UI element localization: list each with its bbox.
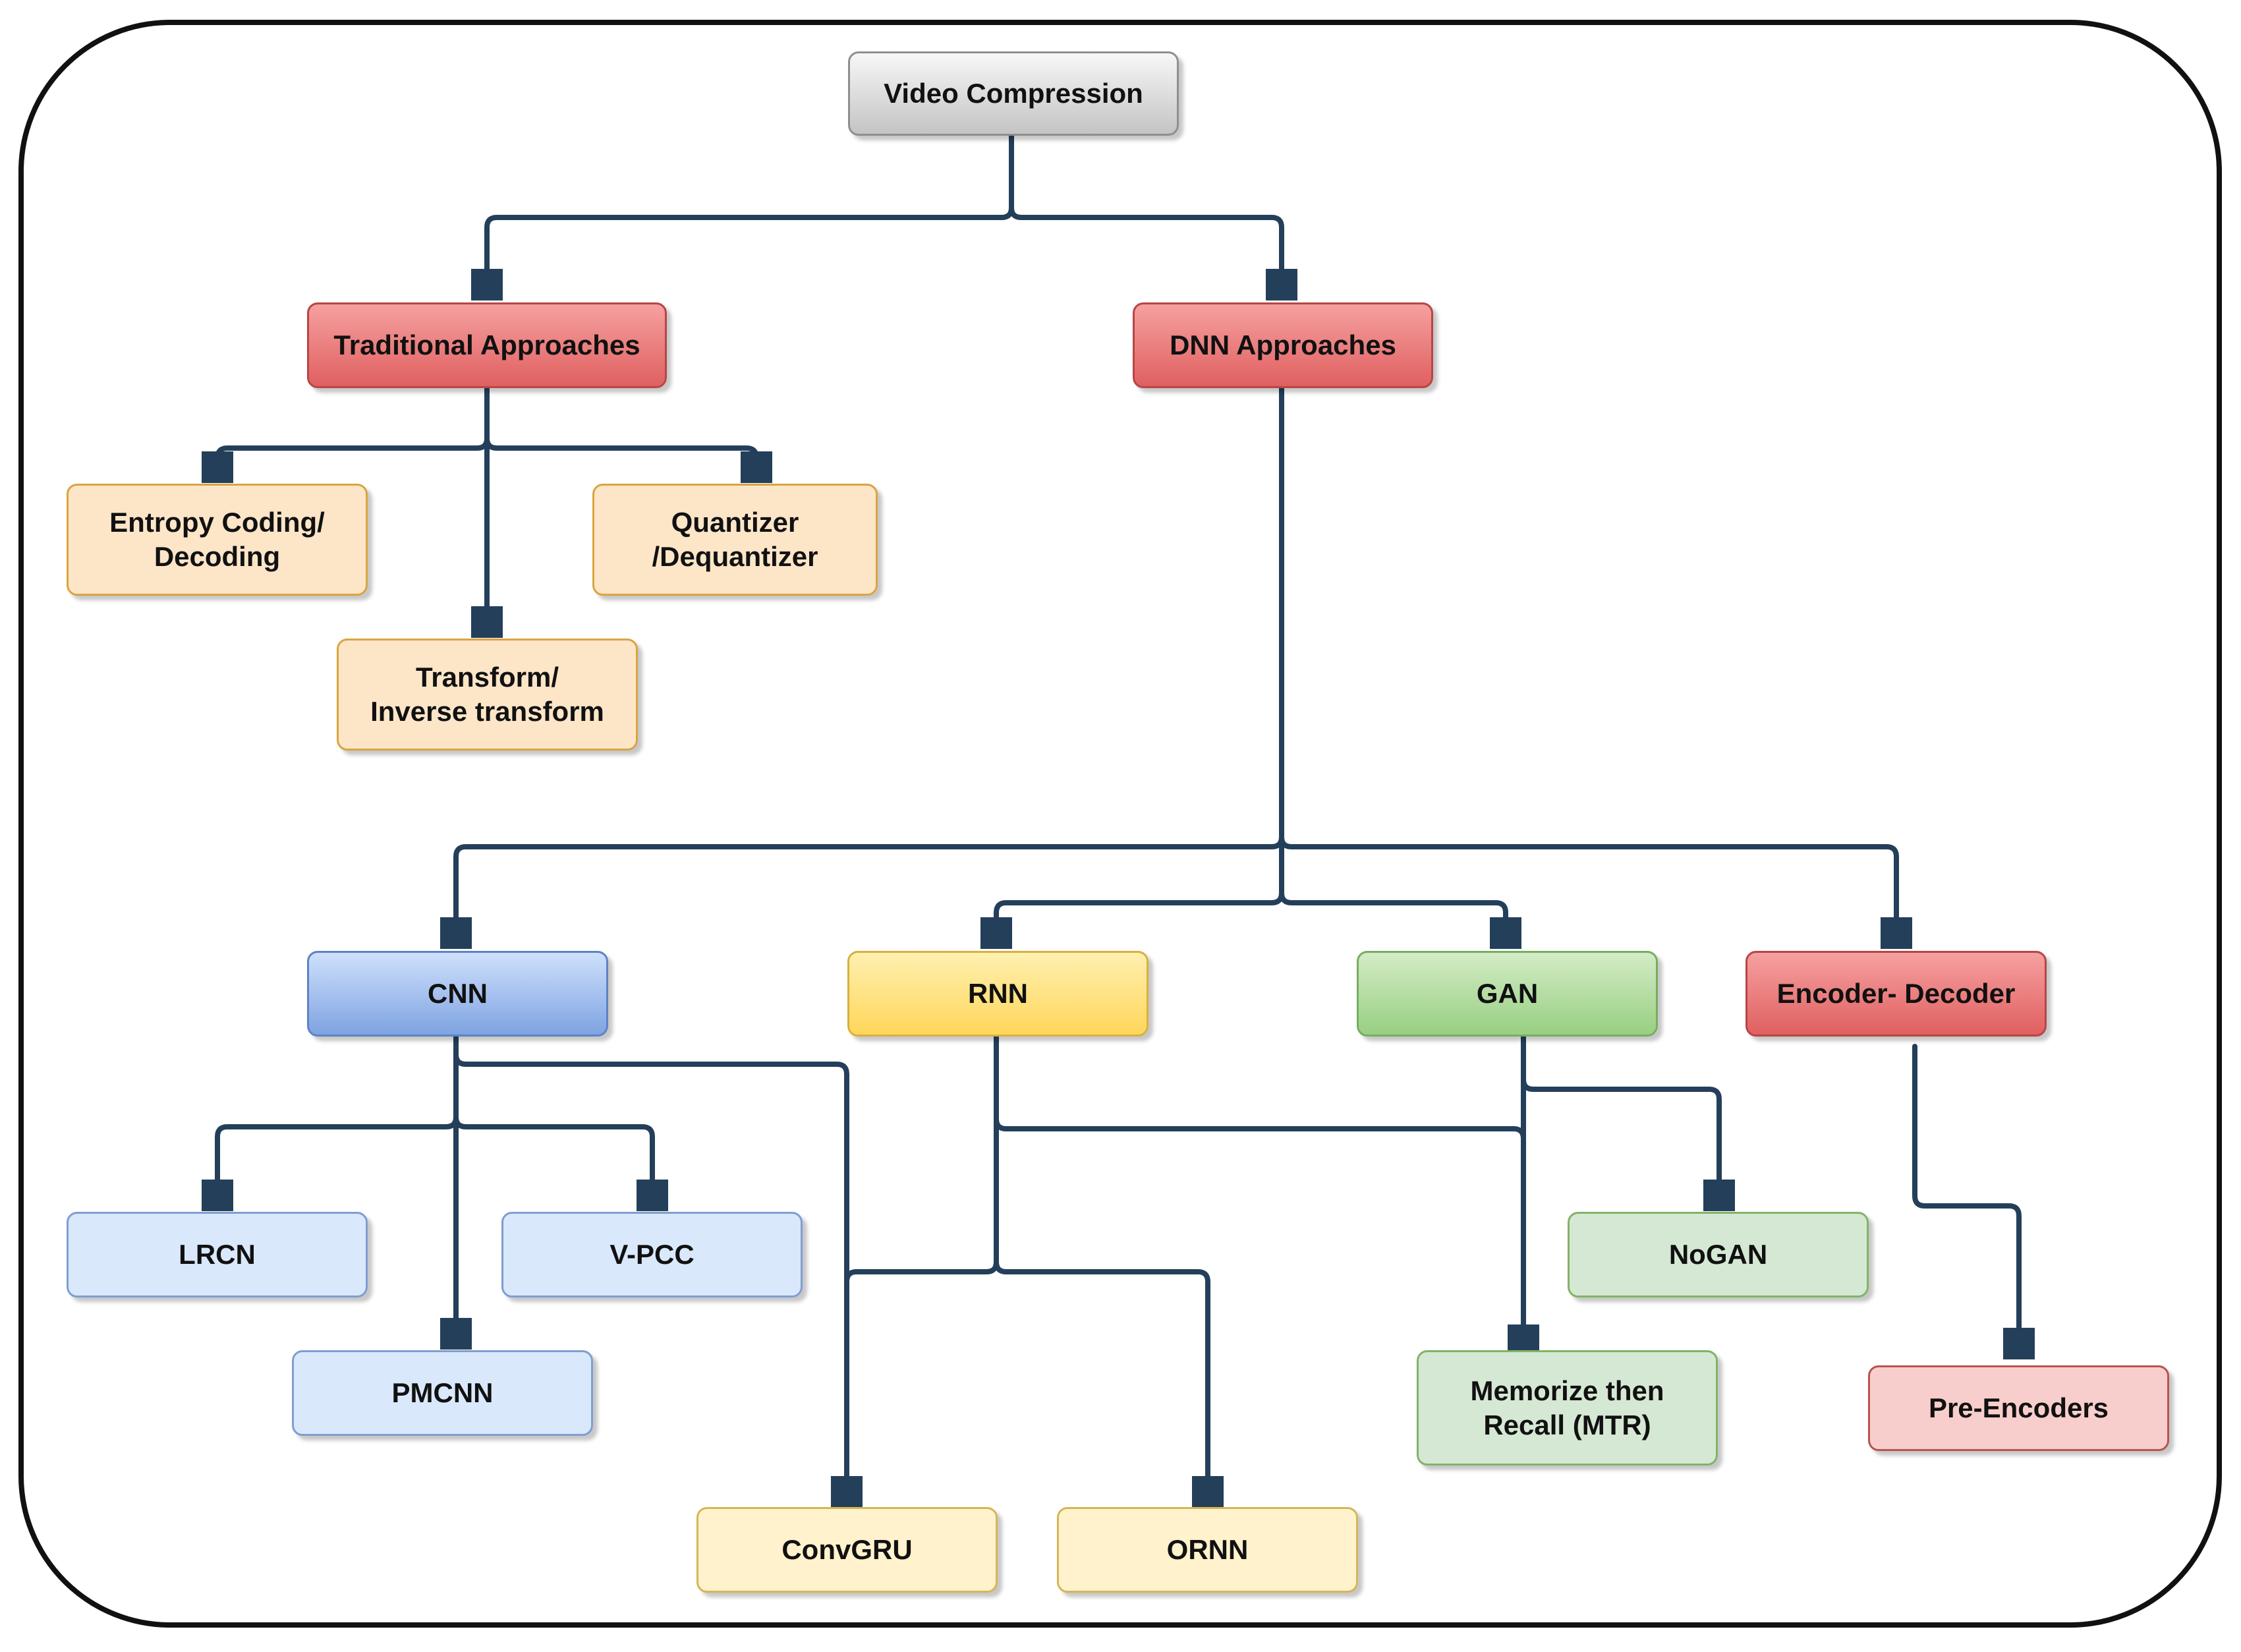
edge-dnn-encdec — [1279, 386, 1896, 944]
node-traditional-approaches: Traditional Approaches — [307, 302, 667, 388]
edge-cnn-lrcn — [217, 1033, 459, 1206]
edge-traditional-quantizer — [484, 386, 756, 478]
edge-dnn-gan — [1279, 386, 1506, 944]
edge-root-traditional — [487, 132, 1014, 295]
node-entropy-coding: Entropy Coding/ Decoding — [67, 484, 368, 596]
edge-gan-nogan — [1521, 1033, 1719, 1206]
edge-rnn-mtr — [994, 1033, 1523, 1351]
node-rnn: RNN — [847, 951, 1149, 1037]
edge-root-dnn — [1009, 132, 1282, 295]
node-dnn-approaches: DNN Approaches — [1133, 302, 1433, 388]
edge-traditional-entropy — [217, 386, 490, 478]
edge-encdec-preencoders — [1912, 1044, 2019, 1354]
node-lrcn: LRCN — [67, 1212, 368, 1297]
node-video-compression: Video Compression — [848, 51, 1179, 136]
node-convgru: ConvGRU — [696, 1507, 998, 1593]
node-pre-encoders: Pre-Encoders — [1868, 1365, 2169, 1451]
edge-rnn-ornn — [994, 1033, 1208, 1502]
node-memorize-then-recall: Memorize then Recall (MTR) — [1417, 1350, 1718, 1466]
edge-rnn-convgru — [847, 1033, 999, 1502]
node-v-pcc: V-PCC — [501, 1212, 803, 1297]
node-ornn: ORNN — [1057, 1507, 1358, 1593]
node-encoder-decoder: Encoder- Decoder — [1745, 951, 2047, 1037]
node-gan: GAN — [1357, 951, 1658, 1037]
node-cnn: CNN — [307, 951, 608, 1037]
node-pmcnn: PMCNN — [292, 1350, 593, 1436]
node-transform: Transform/ Inverse transform — [337, 639, 638, 751]
edge-cnn-vpcc — [453, 1033, 652, 1206]
node-quantizer: Quantizer /Dequantizer — [592, 484, 878, 596]
edge-cnn-convgru — [453, 1033, 847, 1502]
node-nogan: NoGAN — [1568, 1212, 1869, 1297]
edge-dnn-rnn — [996, 386, 1284, 944]
